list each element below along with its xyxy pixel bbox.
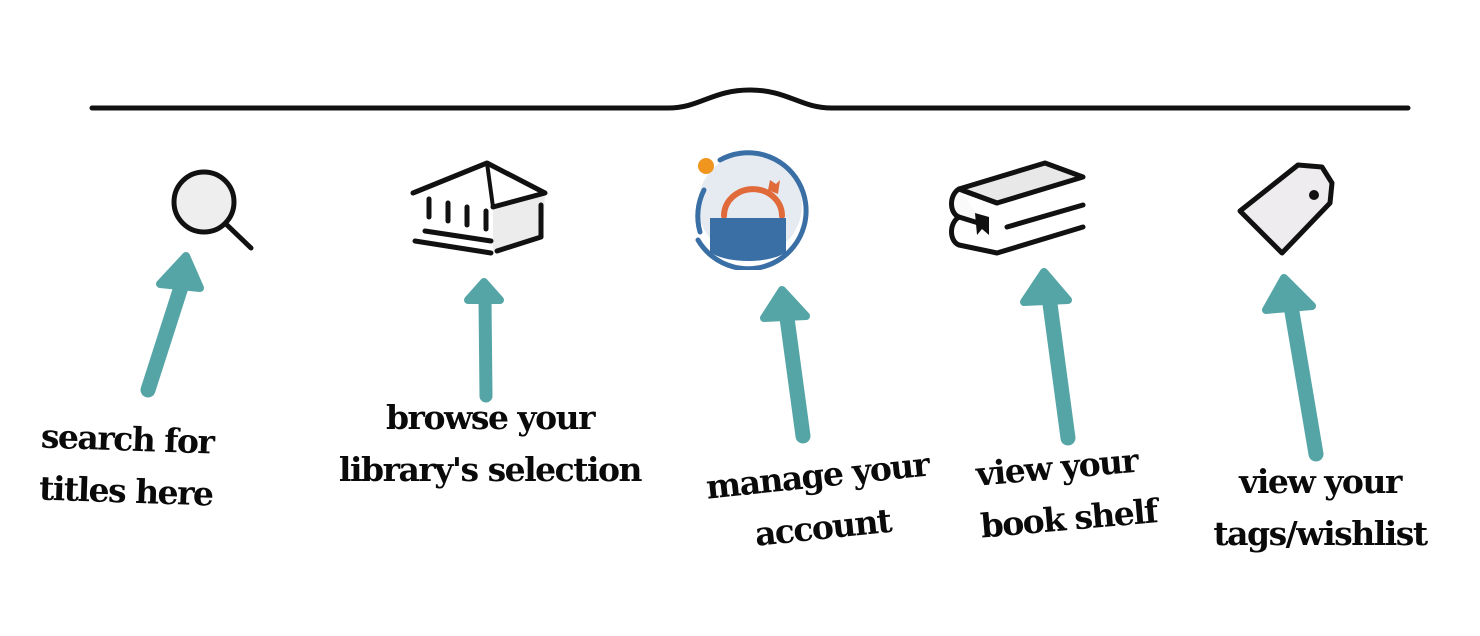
book-stack-icon bbox=[949, 160, 1086, 256]
label-browse-line-1: browse your bbox=[385, 398, 596, 437]
account-button[interactable] bbox=[680, 140, 820, 272]
label-browse-line-2: library's selection bbox=[338, 450, 643, 489]
label-browse: browse your library's selection bbox=[320, 392, 660, 496]
label-search-line-2: titles here bbox=[38, 468, 214, 514]
library-building-icon bbox=[410, 160, 548, 256]
label-tags: view your tags/wishlist bbox=[1200, 456, 1440, 560]
label-search: search for titles here bbox=[38, 411, 242, 522]
book-shelf-button[interactable] bbox=[945, 155, 1095, 265]
tags-wishlist-button[interactable] bbox=[1230, 155, 1340, 260]
magnifier-icon bbox=[171, 169, 254, 251]
label-tags-line-2: tags/wishlist bbox=[1213, 514, 1428, 553]
label-shelf: view your book shelf bbox=[974, 431, 1182, 552]
browse-library-button[interactable] bbox=[405, 155, 555, 265]
label-tags-line-1: view your bbox=[1239, 462, 1402, 501]
label-search-line-1: search for bbox=[40, 416, 215, 462]
tag-icon bbox=[1237, 162, 1335, 256]
search-button[interactable] bbox=[155, 160, 265, 260]
account-logo-icon bbox=[695, 150, 809, 272]
